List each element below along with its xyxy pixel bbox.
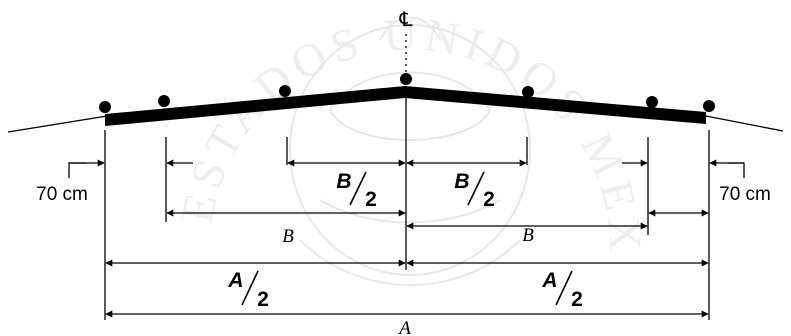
label-half-a-left: A 2: [227, 269, 268, 311]
label-half-a-right: A 2: [541, 269, 582, 311]
shoulder-left-label: 70 cm: [36, 184, 88, 205]
label-b-right: B: [522, 225, 534, 246]
shoulder-right-bracket: [728, 162, 745, 178]
shoulder-right-label: 70 cm: [719, 184, 771, 205]
half-a-left-numerator: A: [227, 269, 243, 292]
label-half-b-left: B 2: [336, 170, 376, 211]
svg-text:ESTADOS UNIDOS MEXICANOS: ESTADOS UNIDOS MEXICANOS: [0, 0, 646, 258]
half-a-left-denominator: 2: [257, 288, 269, 311]
centerline-symbol: ℄: [399, 9, 413, 31]
half-b-right-denominator: 2: [483, 188, 495, 211]
fraction-slash: [349, 171, 367, 206]
half-a-right-numerator: A: [541, 269, 557, 292]
fraction-slash: [241, 270, 259, 306]
fraction-slash: [555, 270, 573, 306]
marker-dot: [646, 96, 658, 108]
fraction-slash: [467, 171, 485, 206]
marker-dot: [158, 95, 170, 107]
label-half-b-right: B 2: [454, 170, 494, 211]
half-b-left-denominator: 2: [365, 188, 377, 211]
label-a-total: A: [397, 318, 411, 336]
ground-line-left: [7, 115, 108, 133]
watermark-seal: ESTADOS UNIDOS MEXICANOS: [0, 0, 646, 286]
shoulder-left-bracket: [68, 162, 86, 178]
marker-dot: [279, 85, 291, 97]
ground-line-right: [705, 115, 784, 132]
half-b-left-numerator: B: [336, 170, 351, 193]
label-b-left: B: [282, 226, 294, 247]
watermark-text: ESTADOS UNIDOS MEXICANOS: [0, 0, 646, 258]
marker-dot: [99, 101, 111, 113]
half-a-right-denominator: 2: [571, 288, 583, 311]
marker-dot: [400, 73, 412, 85]
marker-dot: [522, 86, 534, 98]
half-b-right-numerator: B: [454, 170, 469, 193]
marker-dot: [703, 100, 715, 112]
